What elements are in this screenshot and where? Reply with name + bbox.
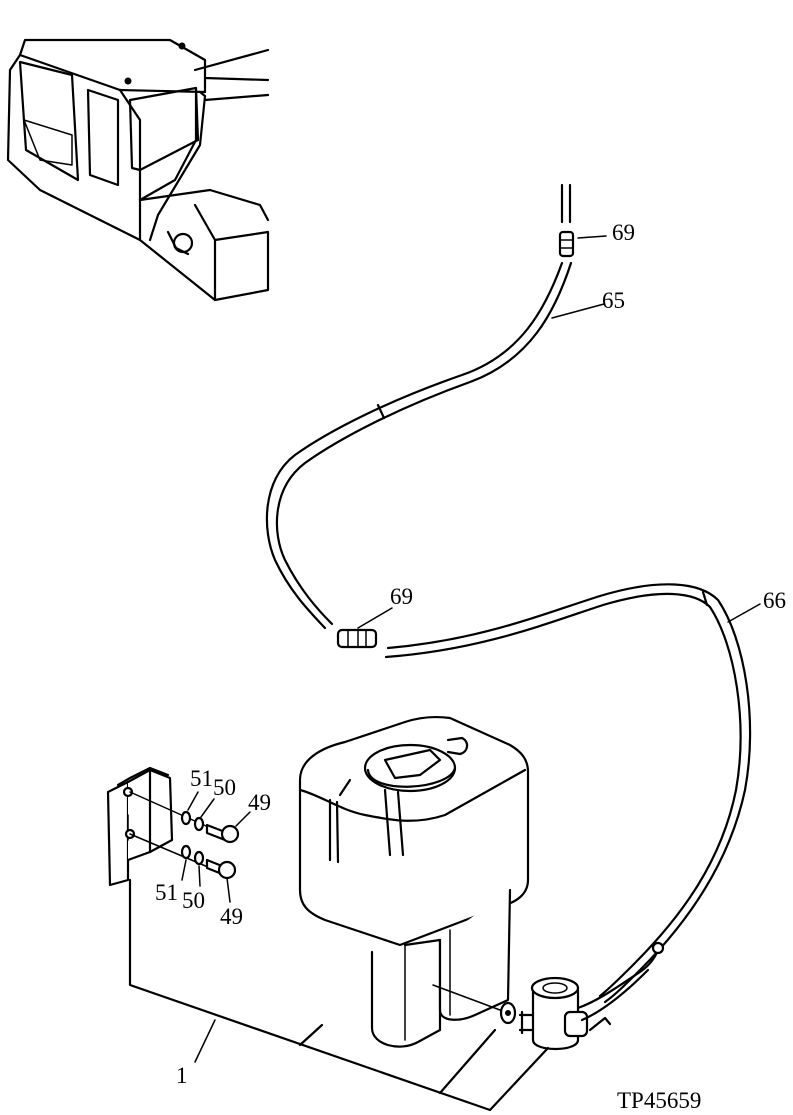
fitting-69-top bbox=[558, 183, 607, 258]
washer-tank bbox=[298, 715, 530, 1048]
cab-overview-illustration bbox=[6, 38, 270, 302]
callout-50-upper: 50 bbox=[213, 775, 236, 800]
hose-65 bbox=[265, 261, 605, 630]
fasteners-upper bbox=[129, 791, 251, 844]
callout-69-top: 69 bbox=[612, 220, 635, 245]
callout-1: 1 bbox=[176, 1063, 188, 1088]
callout-51-upper: 51 bbox=[190, 766, 213, 791]
fitting-69-middle bbox=[336, 607, 393, 649]
washer-pump bbox=[518, 941, 665, 1050]
hose-66 bbox=[384, 583, 761, 1004]
assembly-outline bbox=[128, 878, 550, 1112]
callout-69-middle: 69 bbox=[390, 584, 413, 609]
callout-65: 65 bbox=[602, 288, 625, 313]
callout-50-lower: 50 bbox=[182, 888, 205, 913]
callout-49-upper: 49 bbox=[248, 790, 271, 815]
mounting-bracket bbox=[106, 766, 174, 887]
callout-66: 66 bbox=[763, 588, 786, 613]
fasteners-lower bbox=[129, 833, 237, 903]
callout-51-lower: 51 bbox=[155, 880, 178, 905]
callout-49-lower: 49 bbox=[220, 904, 243, 929]
figure-id: TP45659 bbox=[617, 1088, 701, 1113]
